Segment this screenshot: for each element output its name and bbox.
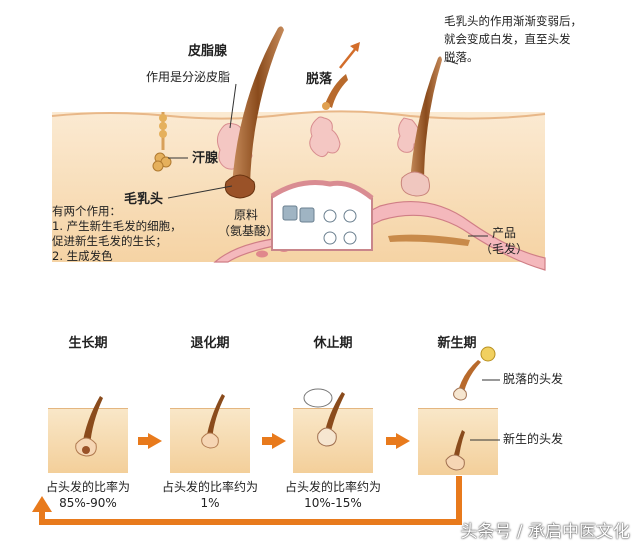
sweat-gland-label: 汗腺 [192, 151, 219, 166]
stage-arrow-1 [138, 433, 162, 449]
stage-3-ratio-value: 10%-15% [304, 496, 362, 510]
stage-3-title: 休止期 [313, 336, 353, 351]
whitening-hair-shaft [410, 56, 442, 184]
stage-1-ratio-caption: 占头发的比率为 [45, 480, 131, 494]
dermal-papilla-label: 毛乳头 [124, 192, 164, 207]
stage-1-title: 生长期 [68, 336, 108, 351]
growing-hair-shaft [232, 26, 284, 187]
stage-1-hair [75, 396, 103, 457]
stage-arrow-3 [386, 433, 410, 449]
roles-line-1: 1. 产生新生毛发的细胞， [52, 219, 182, 233]
stage-2-title: 退化期 [190, 336, 230, 351]
raw-material-paren: （氨基酸） [218, 224, 279, 238]
sebaceous-gland-title: 皮脂腺 [188, 44, 228, 59]
raw-material-label: 原料 [234, 208, 259, 222]
stage-2-hair [201, 394, 225, 449]
product-hair [388, 234, 470, 246]
shedding-hair [325, 74, 348, 108]
shed-hair-label: 脱落的头发 [503, 372, 564, 386]
stage-1-ratio-value: 85%-90% [59, 496, 117, 510]
hair-anatomy-illustration [51, 26, 546, 271]
epidermis-line [51, 110, 546, 120]
new-hair-label: 新生的头发 [503, 432, 564, 446]
stage-arrow-2 [262, 433, 286, 449]
hair-cycle-illustrations [75, 346, 500, 471]
stage-4-hair [445, 346, 500, 471]
growing-hair-bulb [224, 174, 256, 199]
aging-note-line-2: 就会变成白发，直至头发 [444, 32, 571, 46]
shedding-arrow [339, 47, 357, 69]
product-paren: （毛发） [480, 242, 529, 256]
shedding-label: 脱落 [306, 72, 333, 87]
stage-4-title: 新生期 [437, 336, 477, 351]
roles-line-2: 促进新生毛发的生长； [52, 234, 167, 248]
cycle-return-arrow [32, 476, 462, 525]
leader-aging [445, 59, 459, 65]
watermark: 头条号 / 承启中医文化 [460, 522, 630, 542]
aging-note-line-3: 脱落。 [444, 50, 479, 64]
whitening-hair-bulb [400, 171, 430, 197]
leader-sebaceous [229, 83, 237, 129]
roles-line-3: 2. 生成发色 [52, 249, 113, 263]
stage-2-ratio-value: 1% [200, 496, 220, 510]
sebaceous-gland-shape-2 [309, 116, 341, 158]
roles-title: 有两个作用： [52, 204, 121, 218]
sebaceous-gland-function: 作用是分泌皮脂 [146, 70, 231, 84]
stage-3-hair [303, 388, 345, 447]
stage-3-ratio-caption: 占头发的比率约为 [284, 480, 382, 494]
leader-papilla [167, 185, 233, 199]
aging-note-line-1: 毛乳头的作用渐渐变弱后， [444, 14, 582, 28]
stage-2-ratio-caption: 占头发的比率约为 [161, 480, 259, 494]
factory-building [270, 180, 374, 251]
product-label: 产品 [492, 226, 517, 240]
